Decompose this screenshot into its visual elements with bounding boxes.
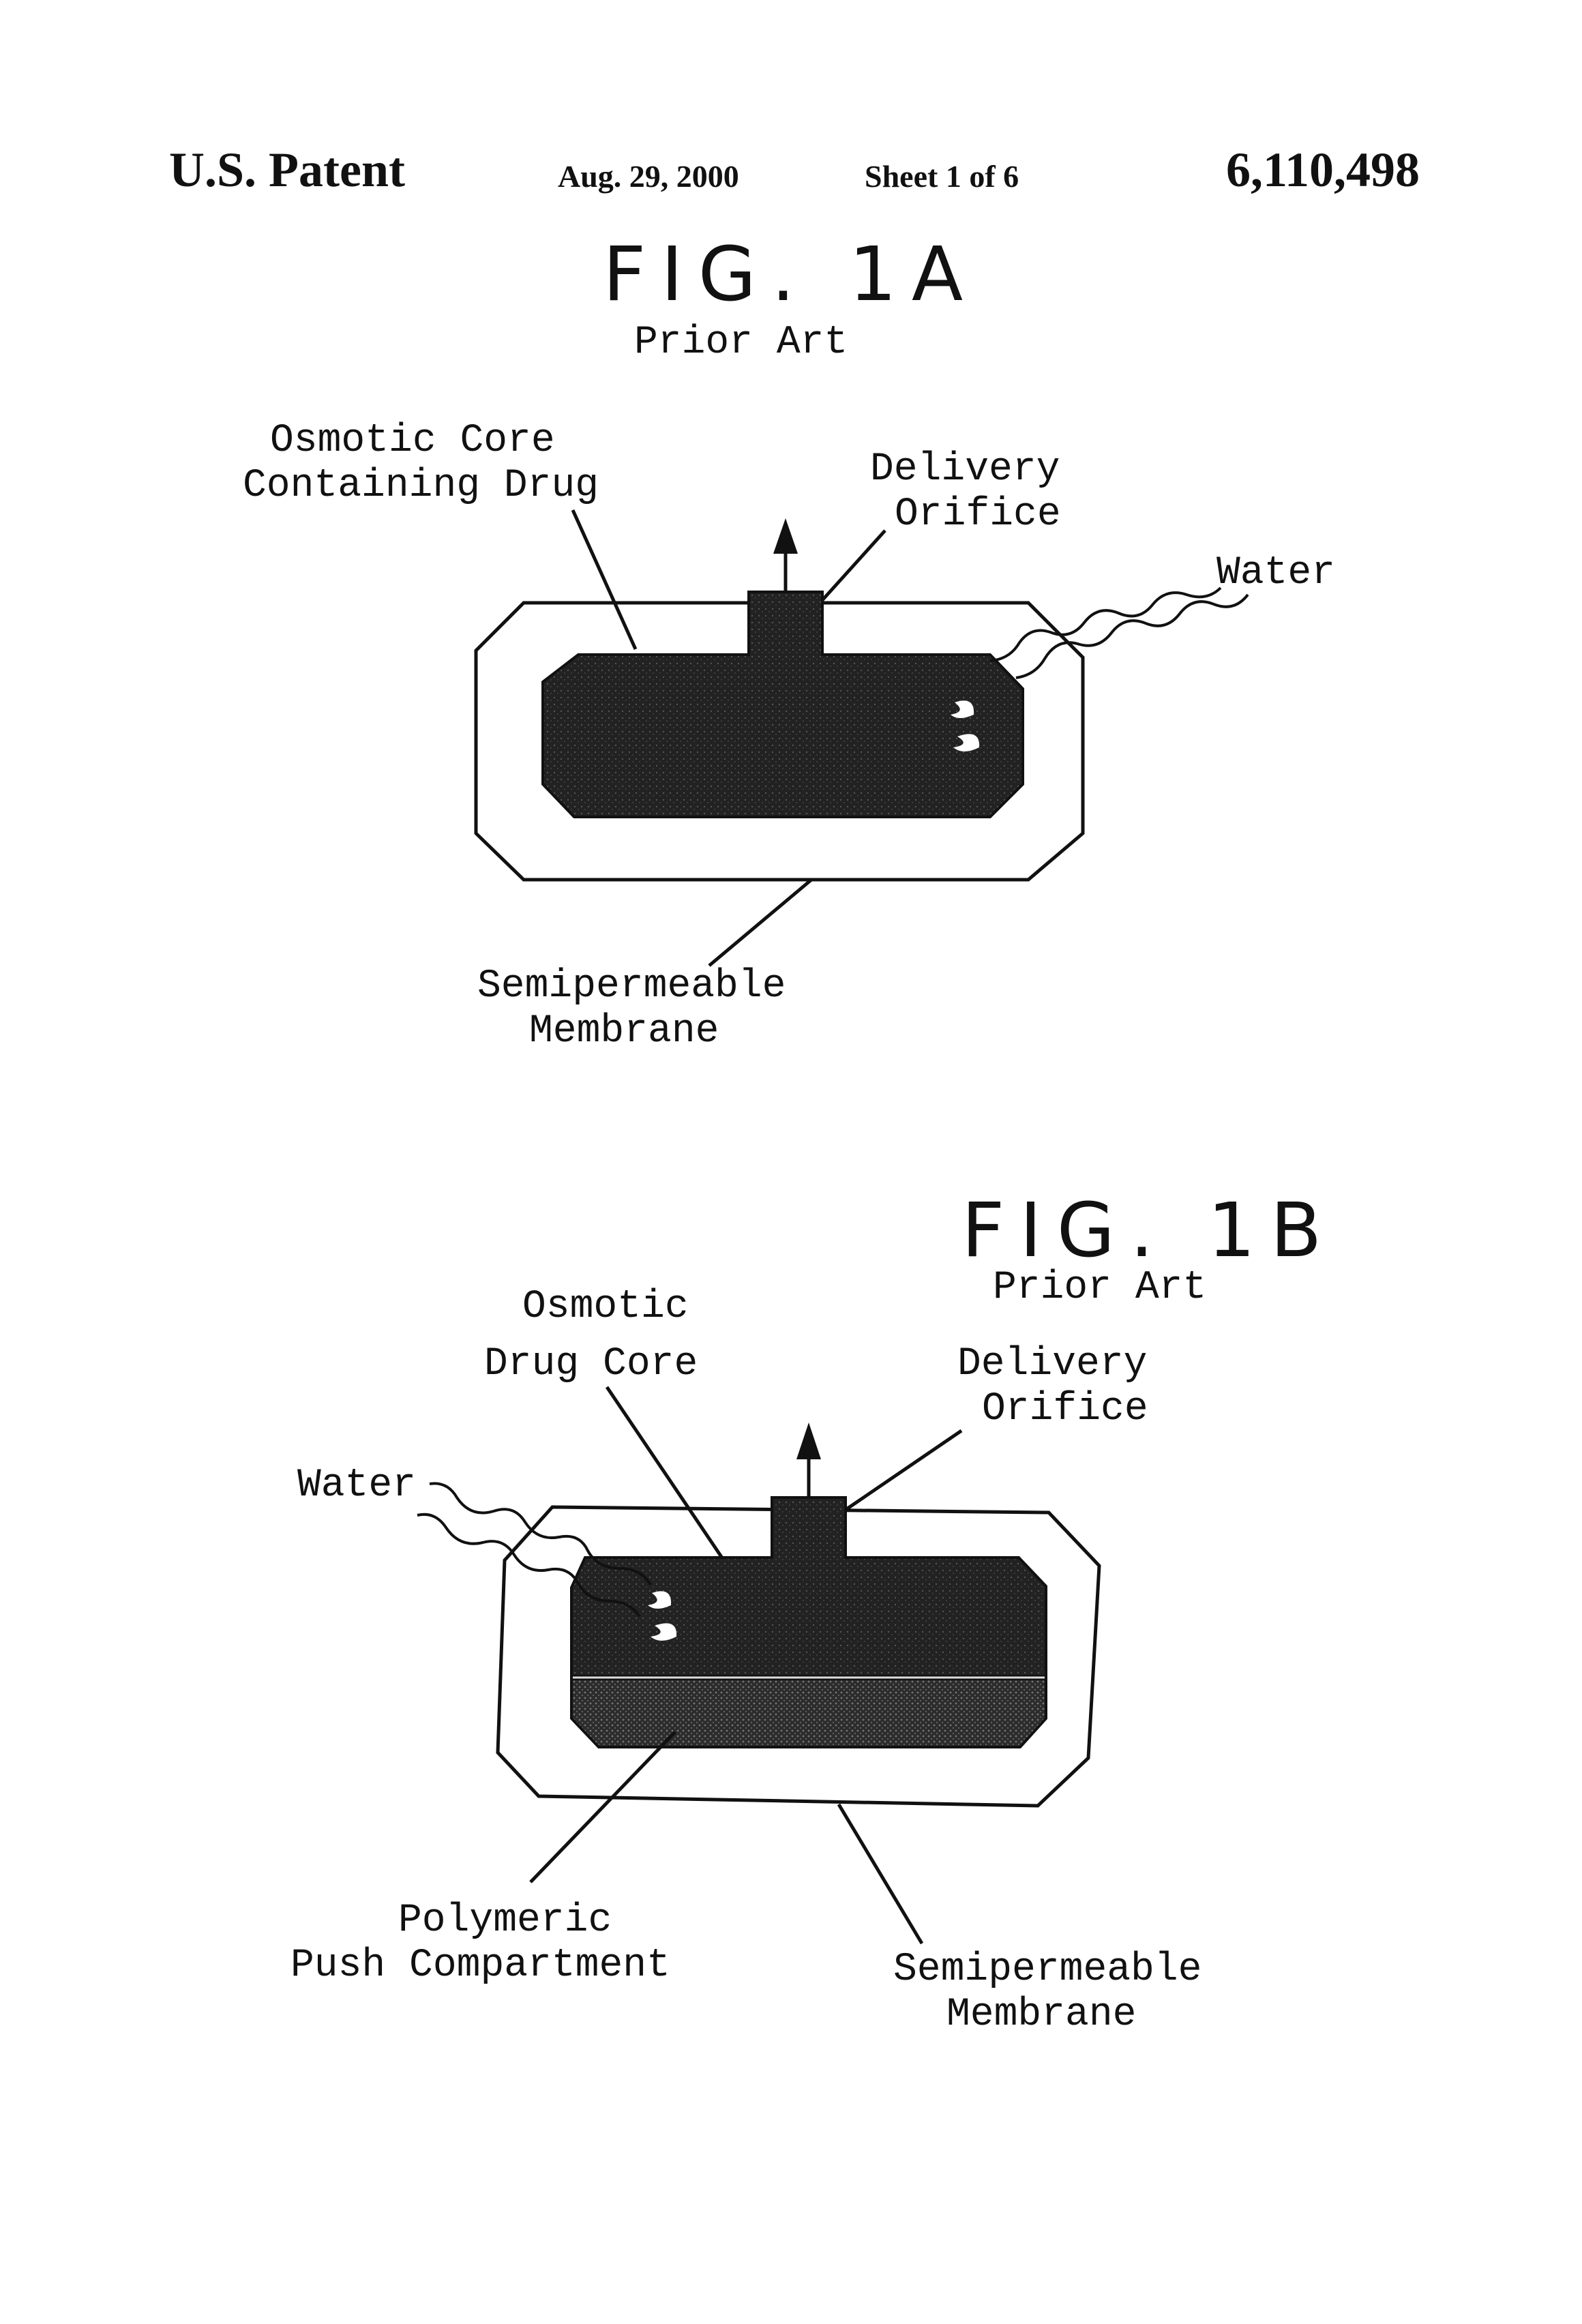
fig1a-label-delivery-line2: Orifice (895, 492, 1061, 537)
figure-1b-subtitle: Prior Art (993, 1266, 1206, 1311)
fig1b-label-membrane-line1: Semipermeable (893, 1948, 1202, 1993)
figure-1a-title: FIG. 1A (603, 230, 978, 318)
fig1b-label-push-line2: Push Compartment (290, 1943, 670, 1988)
figure-1a-subtitle: Prior Art (634, 321, 848, 366)
fig1a-membrane-leader (709, 880, 811, 966)
fig1b-label-delivery-line1: Delivery (957, 1342, 1147, 1387)
fig1a-orifice-leader (822, 531, 885, 600)
fig1b-polymeric-push-compartment (571, 1679, 1046, 1747)
fig1a-label-water: Water (1217, 551, 1335, 596)
fig1b-orifice-leader (846, 1431, 961, 1510)
fig1a-label-membrane-line2: Membrane (529, 1009, 719, 1054)
fig1b-label-drug-core-line2: Drug Core (484, 1342, 698, 1387)
fig1b-membrane-leader (839, 1804, 922, 1943)
fig1a-label-osmotic-core-line2: Containing Drug (243, 464, 599, 509)
fig1a-arrow-head-icon (773, 518, 798, 554)
figure-1a-tablet (476, 510, 1248, 966)
fig1b-label-membrane-line2: Membrane (946, 1993, 1136, 2038)
fig1b-label-water: Water (297, 1463, 416, 1508)
fig1a-label-osmotic-core-line1: Osmotic Core (270, 419, 555, 464)
fig1b-label-delivery-line2: Orifice (982, 1387, 1148, 1432)
fig1a-label-membrane-line1: Semipermeable (477, 964, 786, 1009)
fig1a-label-delivery-line1: Delivery (870, 447, 1060, 492)
figure-1b-title: FIG. 1B (961, 1187, 1337, 1274)
figure-1b-tablet (417, 1387, 1099, 1943)
fig1b-label-drug-core-line1: Osmotic (522, 1285, 689, 1330)
fig1b-label-push-line1: Polymeric (398, 1898, 612, 1943)
fig1b-arrow-head-icon (796, 1422, 821, 1459)
